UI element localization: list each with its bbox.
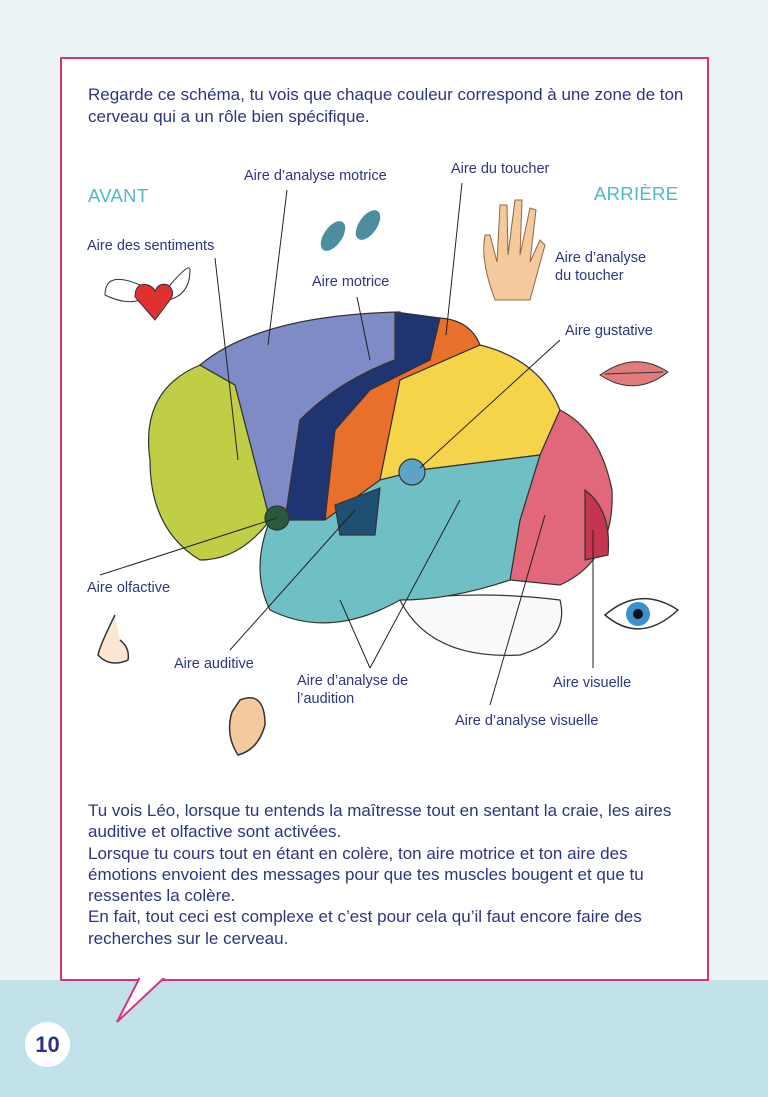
leader-lines [99, 182, 594, 706]
region-touch [324, 317, 481, 522]
intro-text: Regarde ce schéma, tu vois que chaque co… [88, 85, 684, 126]
label-hearing: Aire auditive [174, 656, 254, 672]
region-taste [398, 458, 426, 486]
label-touch-analysis-line2: du toucher [555, 268, 624, 284]
region-hearing-center [334, 487, 381, 536]
cerebellum [399, 594, 563, 656]
eye-icon [603, 598, 680, 630]
label-visual-analysis: Aire d’analyse visuelle [455, 713, 599, 729]
page-number: 10 [25, 1022, 70, 1067]
winged-heart-icon [104, 267, 191, 321]
footprints-icon [320, 210, 381, 251]
front-label: AVANT [88, 185, 149, 206]
region-visual [584, 488, 610, 561]
label-touch: Aire du toucher [451, 161, 550, 177]
label-visual: Aire visuelle [553, 675, 632, 691]
label-smell: Aire olfactive [87, 580, 171, 596]
ear-icon [228, 697, 266, 756]
lips-icon [599, 361, 669, 387]
outro-paragraph: Tu vois Léo, lorsque tu entends la maîtr… [88, 801, 672, 842]
label-motor: Aire motrice [312, 274, 390, 290]
outro-text: Tu vois Léo, lorsque tu entends la maîtr… [88, 800, 688, 949]
label-hearing-analysis-line1: Aire d’analyse de [297, 673, 409, 689]
region-hearing [259, 454, 541, 624]
label-taste: Aire gustative [565, 323, 653, 339]
label-hearing-analysis-line2: l’audition [297, 691, 355, 707]
speech-bubble-tail [116, 976, 168, 1023]
back-label: ARRIÈRE [594, 183, 679, 204]
outro-paragraph: Lorsque tu cours tout en étant en colère… [88, 843, 644, 906]
nose-icon [97, 614, 130, 664]
label-motor-analysis: Aire d’analyse motrice [244, 168, 387, 184]
label-touch-analysis-line1: Aire d’analyse [555, 250, 647, 266]
outro-paragraph: En fait, tout ceci est complexe et c’est… [88, 907, 642, 948]
label-feelings: Aire des sentiments [87, 238, 215, 254]
hand-icon [483, 199, 546, 301]
region-frontal-feelings [148, 364, 271, 561]
